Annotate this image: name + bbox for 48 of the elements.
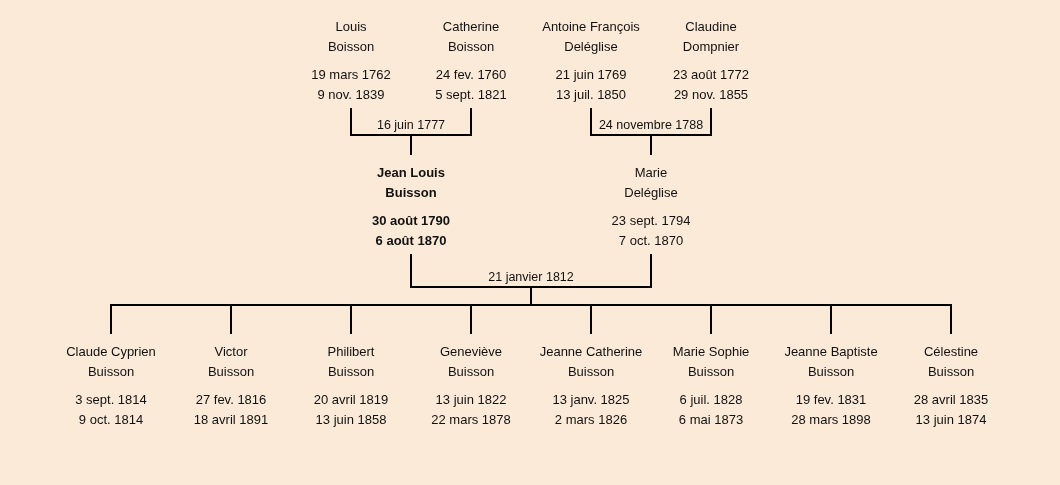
date-text: 27 fev. 1816 <box>194 391 268 409</box>
date-text: 13 juin 1858 <box>314 411 388 429</box>
date-text: 23 août 1772 <box>672 66 750 84</box>
person-name: Geneviève Buisson <box>438 343 504 381</box>
connector-line <box>650 107 712 156</box>
edge-label: 24 novembre 1788 <box>598 117 704 133</box>
person-name: Marie Sophie Buisson <box>671 343 751 381</box>
date-text: 3 sept. 1814 <box>74 391 148 409</box>
edge-label: 21 janvier 1812 <box>488 269 574 285</box>
date-text: 6 juil. 1828 <box>678 391 744 409</box>
date-text: 9 oct. 1814 <box>77 411 145 429</box>
person-name: Louis Boisson <box>326 18 376 56</box>
person-name: Célestine Buisson <box>922 343 980 381</box>
date-text: 22 mars 1878 <box>430 411 512 429</box>
person-name: Jean Louis Buisson <box>376 164 446 202</box>
person-name: Catherine Boisson <box>441 18 501 56</box>
date-text: 6 mai 1873 <box>677 411 745 429</box>
connector-line <box>530 253 952 335</box>
date-text: 20 avril 1819 <box>312 391 390 409</box>
date-text: 28 mars 1898 <box>790 411 872 429</box>
person-name: Claude Cyprien Buisson <box>65 343 157 381</box>
person-name: Victor Buisson <box>206 343 256 381</box>
date-text: 13 juil. 1850 <box>554 86 628 104</box>
date-text: 21 juin 1769 <box>554 66 628 84</box>
date-text: 9 nov. 1839 <box>316 86 386 104</box>
date-text: 13 juin 1874 <box>914 411 988 429</box>
date-text: 24 fev. 1760 <box>434 66 508 84</box>
person-name: Marie Deléglise <box>623 164 679 202</box>
date-text: 19 mars 1762 <box>310 66 392 84</box>
connector-line <box>410 107 472 156</box>
date-text: 5 sept. 1821 <box>434 86 508 104</box>
date-text: 13 janv. 1825 <box>551 391 631 409</box>
person-name: Antoine François Deléglise <box>541 18 641 56</box>
date-text: 28 avril 1835 <box>912 391 990 409</box>
date-text: 6 août 1870 <box>374 232 448 250</box>
date-text: 7 oct. 1870 <box>617 232 685 250</box>
date-text: 19 fev. 1831 <box>794 391 868 409</box>
date-text: 23 sept. 1794 <box>610 212 692 230</box>
edge-label: 16 juin 1777 <box>376 117 446 133</box>
person-name: Jeanne Baptiste Buisson <box>783 343 879 381</box>
date-text: 29 nov. 1855 <box>672 86 750 104</box>
date-text: 2 mars 1826 <box>553 411 629 429</box>
person-name: Jeanne Catherine Buisson <box>538 343 644 381</box>
date-text: 13 juin 1822 <box>434 391 508 409</box>
date-text: 18 avril 1891 <box>192 411 270 429</box>
date-text: 30 août 1790 <box>370 212 451 230</box>
person-name: Claudine Dompnier <box>681 18 741 56</box>
person-name: Philibert Buisson <box>326 343 376 381</box>
